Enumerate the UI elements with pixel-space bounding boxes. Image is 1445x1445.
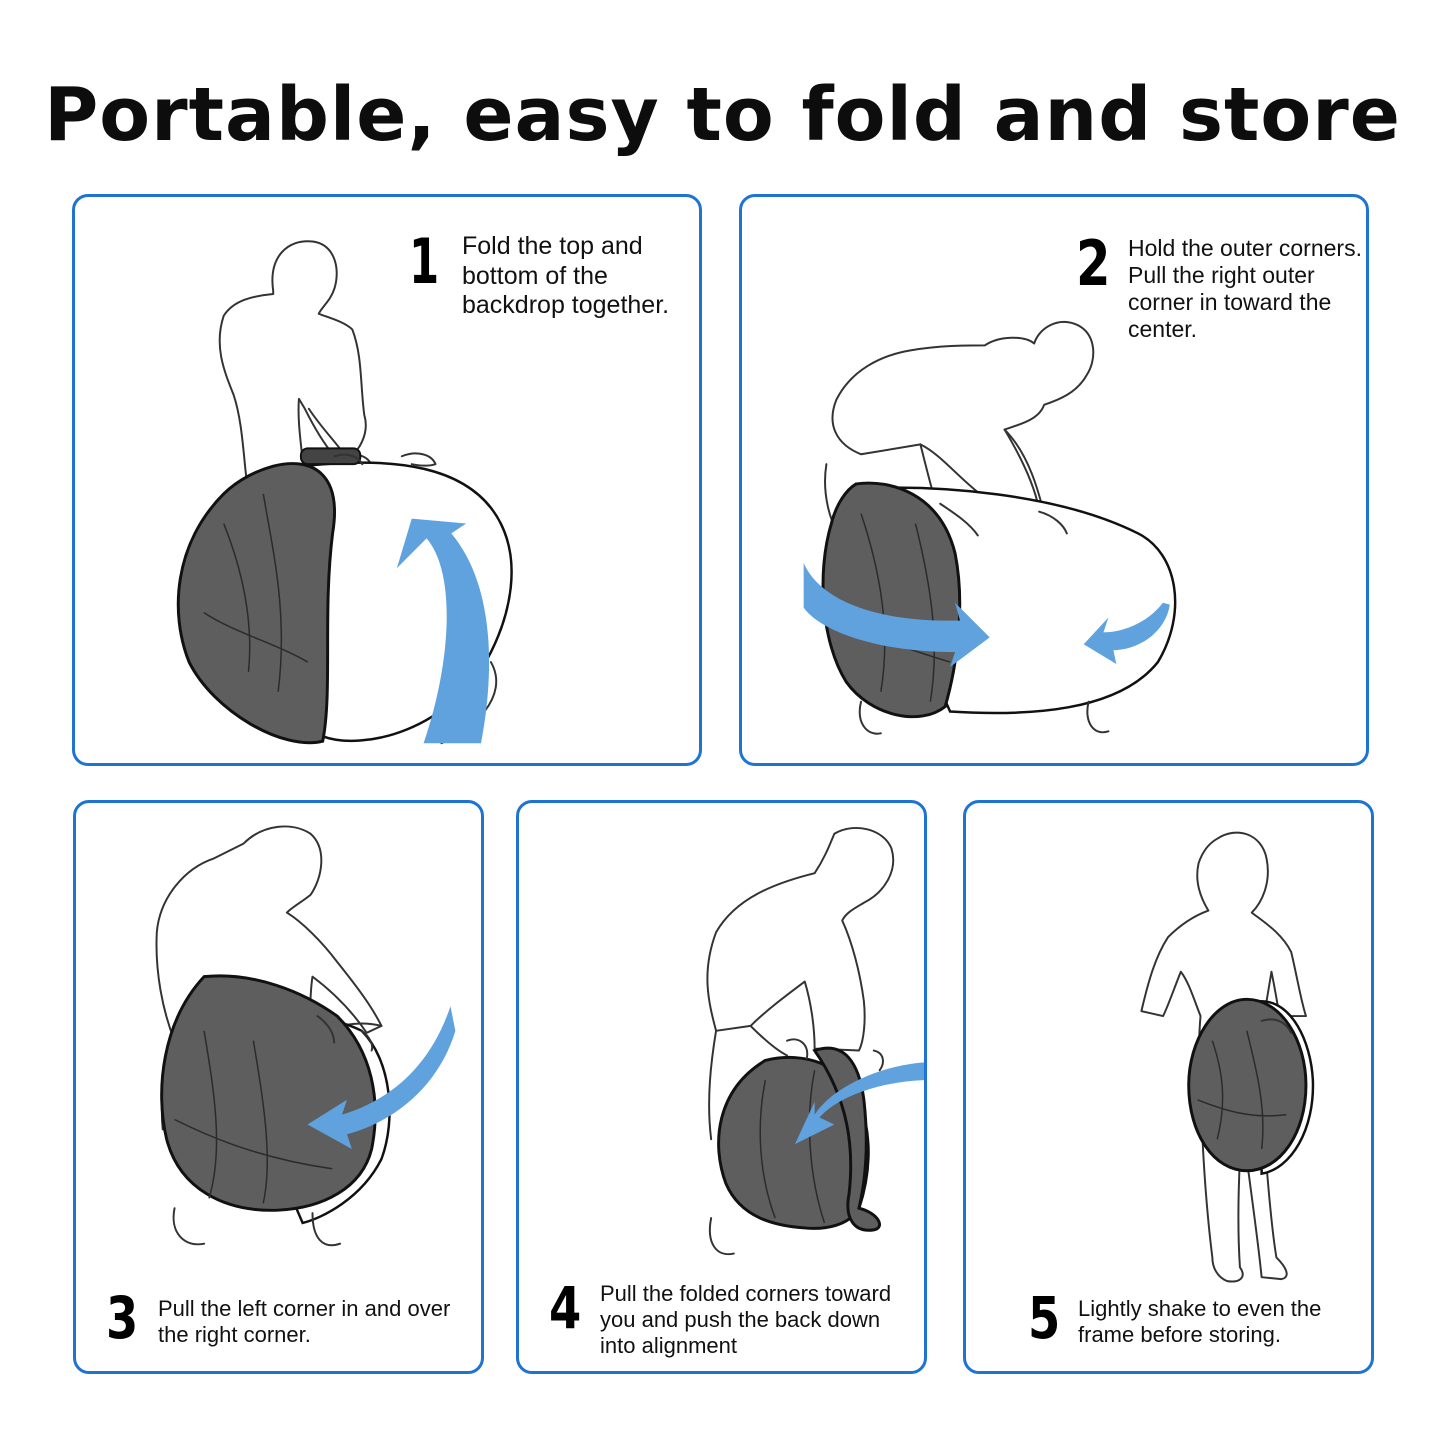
page-title: Portable, easy to fold and store [44, 72, 1401, 158]
step-5-illustration [1140, 831, 1315, 1283]
step-2-number: 2 [1076, 227, 1111, 300]
step-5-text: Lightly shake to even the frame before s… [1078, 1296, 1322, 1347]
step-2-text: Hold the outer corners. Pull the right o… [1128, 235, 1362, 343]
step-3-text: Pull the left corner in and over the rig… [158, 1296, 451, 1347]
step-4-illustration [706, 826, 924, 1256]
step-2-illustration [803, 321, 1177, 735]
step-5-panel: 5 Lightly shake to even the frame before… [963, 800, 1374, 1374]
step-3-number: 3 [106, 1284, 139, 1352]
step-1-number: 1 [409, 225, 440, 298]
step-4-panel: 4 Pull the folded corners toward you and… [516, 800, 927, 1374]
step-5-number: 5 [1028, 1284, 1061, 1352]
step-2-panel: 2 Hold the outer corners. Pull the right… [739, 194, 1369, 766]
step-3-panel: 3 Pull the left corner in and over the r… [73, 800, 484, 1374]
step-1-panel: 1 Fold the top and bottom of the backdro… [72, 194, 702, 766]
step-1-illustration [176, 240, 513, 745]
step-3-illustration [155, 825, 456, 1247]
step-4-text: Pull the folded corners toward you and p… [600, 1281, 892, 1358]
step-1-text: Fold the top and bottom of the backdrop … [462, 232, 670, 319]
step-4-number: 4 [549, 1274, 582, 1342]
